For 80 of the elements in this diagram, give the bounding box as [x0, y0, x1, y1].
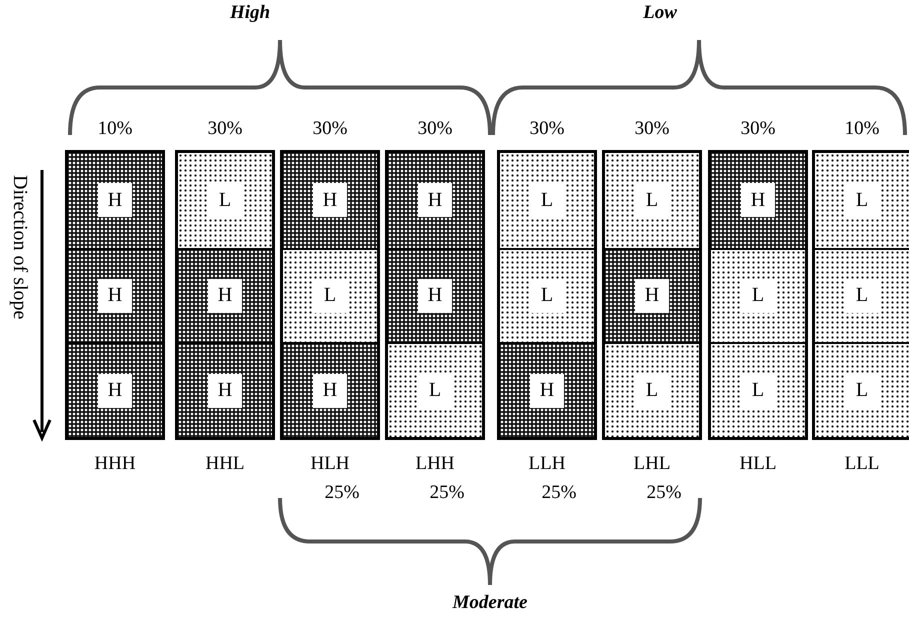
layer-letter: H — [313, 374, 347, 408]
column-code: LLH — [528, 453, 566, 475]
layer-letter: L — [635, 374, 669, 408]
soil-layer — [815, 342, 909, 437]
layer-letter: H — [530, 374, 564, 408]
group-label: Moderate — [452, 592, 528, 614]
soil-column — [812, 150, 909, 440]
percentage-label: 30% — [418, 118, 452, 140]
layer-letter: L — [845, 183, 879, 218]
soil-column — [280, 150, 380, 440]
soil-layer — [178, 248, 272, 342]
layer-letter: L — [418, 374, 452, 408]
column-code: HHH — [94, 453, 136, 475]
layer-letter: L — [845, 278, 879, 313]
layer-letter: L — [530, 183, 564, 218]
layer-letter: H — [208, 374, 242, 408]
soil-layer — [605, 153, 699, 248]
soil-layer — [605, 342, 699, 437]
soil-layer — [815, 248, 909, 342]
soil-layer — [605, 248, 699, 342]
soil-layer — [500, 248, 594, 342]
soil-layer — [815, 153, 909, 248]
soil-layer — [283, 342, 377, 437]
percentage-label: 25% — [430, 482, 464, 504]
soil-layer — [283, 248, 377, 342]
percentage-label: 25% — [324, 482, 360, 504]
percentage-label: 25% — [646, 482, 682, 504]
percentage-label: 30% — [740, 118, 776, 140]
group-label: High — [230, 2, 270, 24]
column-code: LHH — [415, 453, 455, 475]
soil-layer — [388, 248, 482, 342]
layer-letter: L — [635, 183, 669, 218]
soil-column — [708, 150, 808, 440]
soil-layer — [500, 153, 594, 248]
column-code: LLL — [844, 453, 880, 475]
soil-layer — [68, 342, 162, 437]
layer-letter: L — [845, 374, 879, 408]
soil-column — [497, 150, 597, 440]
column-code: HHL — [205, 453, 245, 475]
percentage-label: 30% — [312, 118, 348, 140]
layer-letter: H — [98, 374, 132, 408]
layer-letter: L — [313, 278, 347, 313]
column-code: HLH — [310, 453, 350, 475]
soil-layer — [283, 153, 377, 248]
axis-label: Direction of slope — [8, 175, 31, 320]
layer-letter: H — [418, 183, 452, 218]
layer-letter: H — [98, 278, 132, 313]
percentage-label: 30% — [634, 118, 670, 140]
soil-layer — [178, 153, 272, 248]
soil-layer — [711, 248, 805, 342]
soil-layer — [711, 342, 805, 437]
soil-layer — [388, 342, 482, 437]
layer-letter: L — [741, 278, 775, 313]
soil-column — [385, 150, 485, 440]
layer-letter: H — [313, 183, 347, 218]
soil-layer — [711, 153, 805, 248]
soil-layer — [500, 342, 594, 437]
layer-letter: L — [741, 374, 775, 408]
soil-column — [65, 150, 165, 440]
layer-letter: H — [208, 278, 242, 313]
soil-layer — [68, 153, 162, 248]
layer-letter: H — [635, 278, 669, 313]
soil-layer — [178, 342, 272, 437]
percentage-label: 10% — [844, 118, 880, 140]
layer-letter: H — [418, 278, 452, 313]
column-code: HLL — [740, 453, 776, 475]
layer-letter: H — [98, 183, 132, 218]
percentage-label: 30% — [530, 118, 564, 140]
layer-letter: H — [741, 183, 775, 218]
layer-letter: L — [208, 183, 242, 218]
soil-column — [602, 150, 702, 440]
soil-layer — [388, 153, 482, 248]
layer-letter: L — [530, 278, 564, 313]
column-code: LHL — [634, 453, 670, 475]
percentage-label: 25% — [542, 482, 576, 504]
soil-layer — [68, 248, 162, 342]
soil-column — [175, 150, 275, 440]
group-label: Low — [643, 2, 677, 24]
percentage-label: 30% — [208, 118, 242, 140]
percentage-label: 10% — [98, 118, 132, 140]
